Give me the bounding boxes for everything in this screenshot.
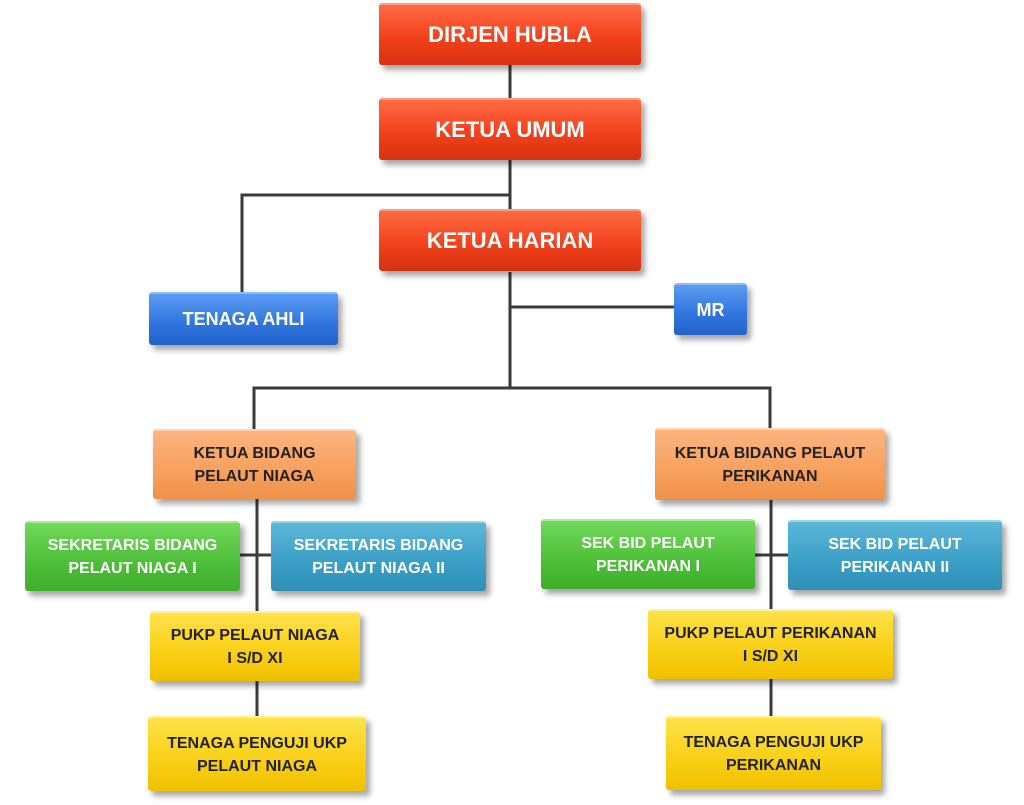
node-tenaga-ahli-label: TENAGA AHLI — [182, 309, 305, 329]
node-tenaga-penguji-niaga: TENAGA PENGUJI UKP PELAUT NIAGA — [148, 716, 366, 791]
node-ketua-bidang-pelaut-perikanan: KETUA BIDANG PELAUT PERIKANAN — [655, 428, 885, 500]
node-sek-bid-perikanan-2: SEK BID PELAUT PERIKANAN II — [788, 520, 1002, 590]
node-sek-bid-perikanan-2-label: SEK BID PELAUT PERIKANAN II — [828, 536, 962, 576]
node-tenaga-penguji-niaga-label: TENAGA PENGUJI UKP PELAUT NIAGA — [167, 734, 347, 775]
node-pukp-pelaut-perikanan-label: PUKP PELAUT PERIKANAN I S/D XI — [664, 625, 877, 665]
node-pukp-pelaut-perikanan: PUKP PELAUT PERIKANAN I S/D XI — [648, 609, 893, 679]
node-mr: MR — [674, 283, 747, 335]
node-sek-bid-perikanan-1-label: SEK BID PELAUT PERIKANAN I — [581, 535, 715, 575]
node-pukp-pelaut-niaga: PUKP PELAUT NIAGA I S/D XI — [150, 611, 360, 681]
node-tenaga-ahli: TENAGA AHLI — [149, 292, 338, 345]
node-tenaga-penguji-perikanan: TENAGA PENGUJI UKP PERIKANAN — [666, 716, 881, 790]
node-sekretaris-bidang-niaga-1-label: SEKRETARIS BIDANG PELAUT NIAGA I — [47, 537, 218, 577]
node-ketua-bidang-pelaut-niaga-label: KETUA BIDANG PELAUT NIAGA — [193, 445, 316, 485]
node-sek-bid-perikanan-1: SEK BID PELAUT PERIKANAN I — [541, 519, 755, 589]
node-ketua-harian: KETUA HARIAN — [379, 209, 641, 271]
node-dirjen-hubla-label: DIRJEN HUBLA — [428, 22, 592, 47]
node-dirjen-hubla: DIRJEN HUBLA — [379, 3, 641, 65]
node-sekretaris-bidang-niaga-1: SEKRETARIS BIDANG PELAUT NIAGA I — [25, 521, 240, 591]
connector-tenaga-ahli — [240, 193, 510, 293]
node-ketua-bidang-pelaut-niaga: KETUA BIDANG PELAUT NIAGA — [153, 429, 356, 499]
node-sekretaris-bidang-niaga-2: SEKRETARIS BIDANG PELAUT NIAGA II — [271, 521, 486, 591]
node-tenaga-penguji-perikanan-label: TENAGA PENGUJI UKP PERIKANAN — [683, 734, 864, 774]
node-ketua-umum: KETUA UMUM — [379, 98, 641, 160]
node-sekretaris-bidang-niaga-2-label: SEKRETARIS BIDANG PELAUT NIAGA II — [293, 537, 464, 577]
node-mr-label: MR — [696, 299, 725, 320]
node-ketua-bidang-pelaut-perikanan-label: KETUA BIDANG PELAUT PERIKANAN — [674, 445, 866, 485]
node-pukp-pelaut-niaga-label: PUKP PELAUT NIAGA I S/D XI — [170, 627, 340, 667]
connector-divisions — [252, 386, 772, 430]
node-ketua-harian-label: KETUA HARIAN — [426, 228, 594, 253]
node-ketua-umum-label: KETUA UMUM — [435, 117, 585, 142]
